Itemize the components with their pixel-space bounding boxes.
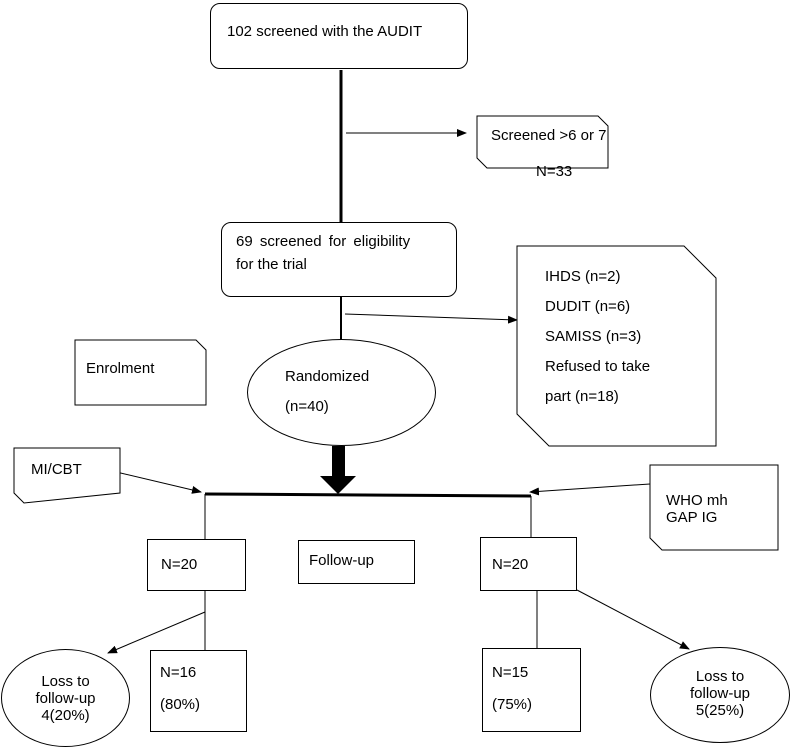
arm-right-label-line1: WHO mh [666, 492, 728, 509]
excluded-samiss: SAMISS (n=3) [545, 328, 642, 345]
right-arm-n: N=20 [492, 556, 529, 573]
right-completed-pct: (75%) [492, 696, 533, 713]
enrolment-shape [74, 339, 207, 406]
left-loss-line1: Loss to [41, 673, 90, 690]
mi-cbt-shape [13, 447, 121, 504]
excluded-eligibility-shape [516, 245, 717, 447]
arrow-from-mi-cbt [111, 470, 202, 494]
excluded-refused-line1: Refused to take [545, 358, 651, 375]
split-bar [204, 492, 532, 498]
arrow-right-to-loss [576, 589, 690, 650]
right-loss-ellipse: Loss to follow-up 5(25%) [650, 647, 790, 743]
randomized-down-arrow-shaft [332, 446, 345, 479]
arrow-left-to-loss [107, 611, 206, 654]
who-shape [649, 464, 779, 551]
left-completed-box: N=16 (80%) [150, 650, 247, 732]
randomized-ellipse [247, 339, 436, 446]
arm-left-label: MI/CBT [31, 461, 82, 478]
arm-right-label-line2: GAP IG [666, 509, 718, 526]
left-loss-ellipse: Loss to follow-up 4(20%) [1, 649, 130, 747]
right-loss-line2: follow-up [689, 685, 751, 702]
screened-audit-box: 102 screened with the AUDIT [210, 3, 468, 69]
right-completed-count: N=15 [492, 664, 529, 681]
followup-box: Follow-up [298, 540, 415, 584]
excluded-audit-label: Screened >6 or 7 [491, 127, 607, 144]
excluded-audit-count: N=33 [536, 163, 573, 180]
enrolment-label: Enrolment [86, 360, 155, 377]
right-arm-box: N=20 [480, 537, 577, 591]
left-loss-line2: follow-up [35, 690, 96, 707]
arrow-to-excluded-eligibility [344, 313, 518, 324]
randomized-down-arrow-head [320, 476, 356, 494]
eligibility-line2: for the trial [236, 256, 307, 273]
right-loss-line1: Loss to [695, 668, 745, 685]
screened-audit-text: 102 screened with the AUDIT [227, 23, 423, 40]
excluded-refused-line2: part (n=18) [545, 388, 619, 405]
eligibility-box: 69 screened for eligibility for the tria… [221, 222, 457, 297]
followup-label: Follow-up [309, 552, 375, 569]
right-completed-box: N=15 (75%) [482, 648, 581, 732]
randomized-count: (n=40) [285, 398, 329, 415]
eligibility-line1: 69 screened for eligibility [236, 233, 411, 250]
left-arm-n: N=20 [161, 556, 198, 573]
left-completed-pct: (80%) [160, 696, 201, 713]
arrow-from-who [529, 483, 651, 496]
excluded-dudit: DUDIT (n=6) [545, 298, 631, 315]
excluded-audit-shape [476, 115, 609, 169]
randomized-label: Randomized [285, 368, 370, 385]
left-arm-box: N=20 [147, 539, 246, 591]
excluded-ihds: IHDS (n=2) [545, 268, 621, 285]
left-loss-line3: 4(20%) [41, 707, 90, 724]
left-completed-count: N=16 [160, 664, 197, 681]
right-loss-line3: 5(25%) [695, 702, 745, 719]
